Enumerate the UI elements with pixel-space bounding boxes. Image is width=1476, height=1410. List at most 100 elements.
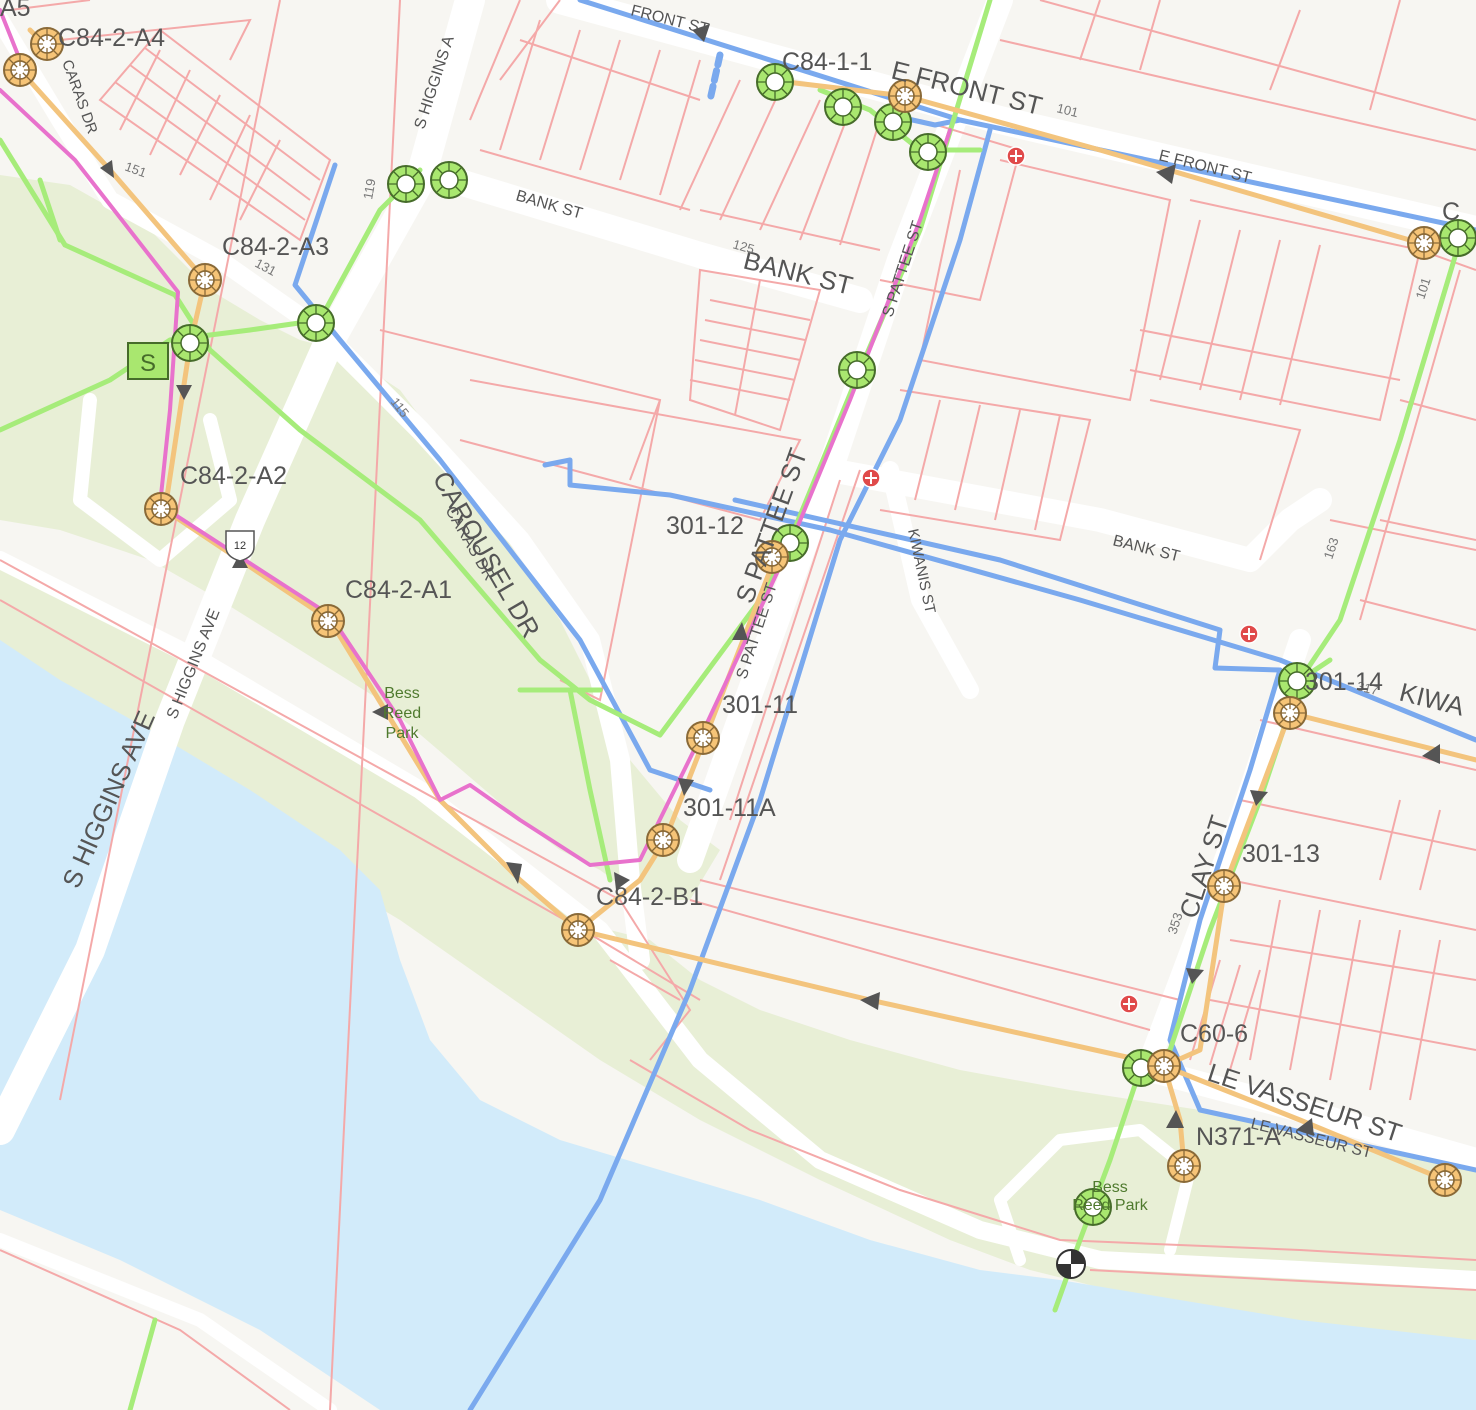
svg-text:317: 317 bbox=[1355, 678, 1380, 698]
flow-arrow bbox=[372, 704, 388, 720]
svg-text:353: 353 bbox=[1165, 911, 1186, 936]
survey-marker[interactable] bbox=[1056, 1249, 1086, 1279]
flow-arrows bbox=[100, 24, 1440, 1136]
road-le-vasseur-st bbox=[1138, 1058, 1476, 1172]
green-line-h bbox=[1052, 237, 1463, 1313]
road-river-south bbox=[0, 1233, 337, 1410]
facility-label-c84-2-a4[interactable]: C84-2-A4 bbox=[58, 24, 165, 52]
flow-arrow bbox=[1296, 1118, 1314, 1136]
pink-line-a bbox=[0, 88, 952, 867]
facility-label-c[interactable]: C bbox=[1442, 198, 1460, 226]
substation[interactable]: S bbox=[127, 342, 169, 380]
flow-arrow bbox=[1422, 744, 1440, 764]
green-line-a bbox=[0, 137, 793, 738]
substation-icon[interactable] bbox=[127, 342, 169, 380]
facility-label-c60-6[interactable]: C60-6 bbox=[1180, 1020, 1248, 1048]
river bbox=[0, 640, 1476, 1410]
svg-text:151: 151 bbox=[123, 159, 149, 181]
svg-text:163: 163 bbox=[1321, 536, 1342, 561]
facility-label-301-11[interactable]: 301-11 bbox=[722, 691, 798, 719]
hydrant-icon bbox=[861, 468, 881, 488]
orange-node-icon bbox=[1428, 1163, 1462, 1197]
hydrant-icon bbox=[1239, 624, 1259, 644]
green-node-icon bbox=[297, 304, 335, 342]
facility-label-a5[interactable]: A5 bbox=[0, 0, 31, 22]
green-node-icon bbox=[430, 161, 468, 199]
facility-label-n371-a[interactable]: N371-A bbox=[1196, 1123, 1281, 1151]
facility-labels[interactable]: A5 C84-2-A4 C84-1-1 C84-2-A3 C84-2-A2 C8… bbox=[0, 0, 1460, 1151]
svg-text:125: 125 bbox=[731, 236, 756, 256]
orange-node-icon bbox=[1167, 1149, 1201, 1183]
facility-label-301-14[interactable]: 301-14 bbox=[1305, 668, 1383, 696]
green-node-icon bbox=[171, 324, 209, 362]
flow-arrow bbox=[678, 778, 694, 796]
road-bank-st bbox=[407, 157, 873, 313]
facility-label-c84-2-a2[interactable]: C84-2-A2 bbox=[180, 462, 287, 490]
green-line-b bbox=[0, 167, 423, 433]
orange-node-icon bbox=[144, 492, 178, 526]
flow-arrow bbox=[1250, 790, 1268, 806]
highway-shield-icon bbox=[225, 530, 255, 562]
flow-arrow bbox=[1186, 968, 1204, 984]
facility-label-c84-2-b1[interactable]: C84-2-B1 bbox=[596, 883, 703, 911]
road-riverfront bbox=[0, 551, 1476, 1289]
facility-label-301-12[interactable]: 301-12 bbox=[666, 512, 744, 540]
green-line-c bbox=[37, 177, 63, 243]
blue-main-bank bbox=[542, 457, 1476, 743]
blue-dash-stub bbox=[706, 51, 724, 104]
road-s-pattee-st bbox=[677, 0, 1013, 873]
green-line-e bbox=[567, 687, 613, 883]
flow-arrow bbox=[100, 160, 114, 178]
svg-text:Bess: Bess bbox=[1092, 1179, 1128, 1196]
svg-text:Reed Park: Reed Park bbox=[1072, 1197, 1149, 1214]
orange-node-icon bbox=[1147, 1049, 1181, 1083]
orange-node-icon bbox=[1407, 226, 1441, 260]
orange-node-icon bbox=[1273, 696, 1307, 730]
svg-text:101: 101 bbox=[1055, 100, 1080, 120]
orange-node-icon bbox=[311, 604, 345, 638]
flow-arrow bbox=[176, 385, 192, 400]
orange-node-icon bbox=[646, 823, 680, 857]
facility-label-301-11a[interactable]: 301-11A bbox=[683, 794, 776, 822]
orange-node-icon bbox=[561, 913, 595, 947]
orange-node-icon bbox=[188, 263, 222, 297]
highway-shield: 12 bbox=[225, 530, 255, 562]
svg-text:119: 119 bbox=[360, 177, 378, 200]
svg-text:12: 12 bbox=[234, 540, 246, 552]
blue-main-bank2 bbox=[732, 497, 1283, 673]
svg-text:Bess: Bess bbox=[384, 685, 420, 702]
pink-line-b bbox=[0, 8, 22, 62]
park-labels: Bess Reed Park Bess Reed Park bbox=[383, 685, 1149, 1214]
green-node-icon bbox=[387, 165, 425, 203]
flow-arrow bbox=[614, 872, 630, 890]
orange-line-f bbox=[1161, 1063, 1448, 1183]
green-line-j bbox=[127, 1317, 158, 1410]
road-bess-loop bbox=[994, 1124, 1196, 1266]
road-park-loop bbox=[73, 393, 237, 567]
green-node-icon bbox=[838, 351, 876, 389]
facility-label-c84-2-a3[interactable]: C84-2-A3 bbox=[222, 233, 329, 261]
road-caras-dr bbox=[0, 11, 329, 339]
hydrant-icon bbox=[1006, 146, 1026, 166]
blue-main-clay bbox=[1167, 667, 1476, 1173]
flow-arrow bbox=[1166, 1110, 1184, 1128]
hydrant-icon bbox=[1119, 994, 1139, 1014]
facility-label-301-13[interactable]: 301-13 bbox=[1242, 840, 1320, 868]
substation-label: S bbox=[140, 350, 156, 377]
road-bank-st-east bbox=[818, 458, 1332, 572]
facility-label-c84-1-1[interactable]: C84-1-1 bbox=[782, 48, 872, 76]
flow-arrow bbox=[1156, 164, 1176, 184]
blue-main-carousel bbox=[292, 162, 713, 793]
orange-node-icon bbox=[3, 53, 37, 87]
green-node-icon bbox=[824, 88, 862, 126]
flow-arrow bbox=[732, 622, 748, 640]
svg-text:Reed: Reed bbox=[383, 705, 421, 722]
orange-node-icon bbox=[686, 721, 720, 755]
flow-arrow bbox=[506, 862, 522, 884]
facility-label-c84-2-a1[interactable]: C84-2-A1 bbox=[345, 576, 452, 604]
svg-text:101: 101 bbox=[1413, 276, 1434, 301]
orange-line-g bbox=[767, 77, 1423, 246]
flow-arrow bbox=[860, 992, 880, 1010]
flow-arrow bbox=[692, 24, 710, 42]
